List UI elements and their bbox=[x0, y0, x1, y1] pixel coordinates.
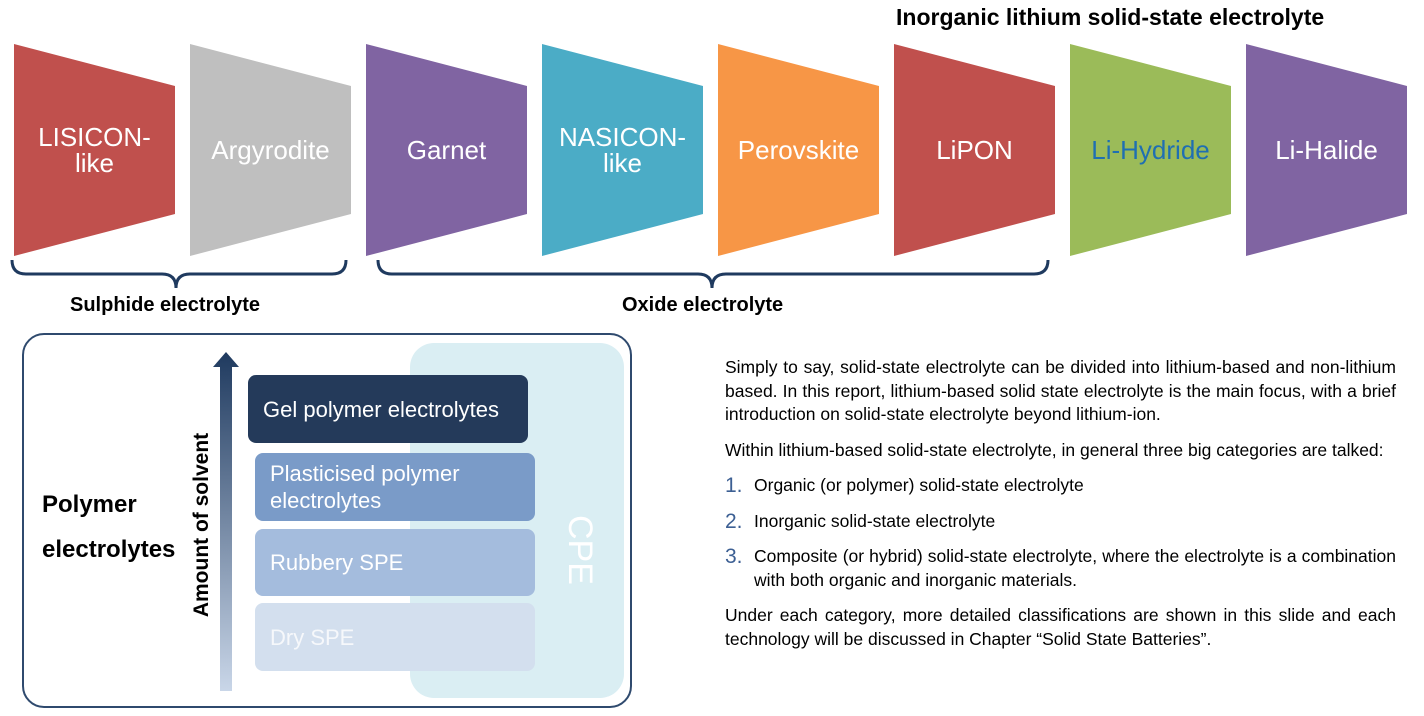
cpe-label: CPE bbox=[561, 515, 599, 585]
electrolyte-type-label: Perovskite bbox=[737, 135, 860, 165]
list-number: 3. bbox=[725, 545, 743, 568]
description-text: Simply to say, solid-state electrolyte c… bbox=[725, 356, 1396, 663]
page-title: Inorganic lithium solid-state electrolyt… bbox=[896, 4, 1325, 30]
electrolyte-type-label: NASICON- like bbox=[558, 122, 687, 178]
gel-polymer-label: Gel polymer electrolytes bbox=[263, 396, 499, 422]
sulphide-brace bbox=[10, 259, 348, 289]
electrolyte-type-label: Garnet bbox=[406, 135, 487, 165]
list-number: 1. bbox=[725, 474, 743, 497]
solvent-arrow-icon bbox=[213, 352, 239, 691]
list-text: Composite (or hybrid) solid-state electr… bbox=[754, 546, 1396, 590]
list-item: 3. Composite (or hybrid) solid-state ele… bbox=[725, 545, 1396, 592]
electrolyte-type-label: Li-Hydride bbox=[1091, 135, 1210, 165]
oxide-group-label: Oxide electrolyte bbox=[622, 294, 784, 316]
list-number: 2. bbox=[725, 509, 743, 533]
list-text: Organic (or polymer) solid-state electro… bbox=[754, 475, 1084, 495]
oxide-brace bbox=[376, 259, 1050, 289]
electrolyte-type-label: LISICON- like bbox=[38, 122, 151, 178]
electrolyte-type-label: Li-Halide bbox=[1275, 135, 1378, 165]
electrolyte-type-shape bbox=[1246, 44, 1407, 256]
polymer-electrolytes-panel bbox=[22, 333, 632, 708]
polymer-title-line2: electrolytes bbox=[42, 536, 176, 563]
dry-spe-label: Dry SPE bbox=[270, 624, 355, 650]
rubbery-spe-layer: Rubbery SPE bbox=[255, 529, 535, 596]
electrolyte-type-shape bbox=[190, 44, 351, 256]
electrolyte-type-label: LiPON bbox=[936, 135, 1013, 165]
electrolyte-type-shape bbox=[718, 44, 879, 256]
list-item: 2. Inorganic solid-state electrolyte bbox=[725, 510, 1396, 534]
dry-spe-layer: Dry SPE bbox=[255, 603, 535, 671]
gel-polymer-layer: Gel polymer electrolytes bbox=[248, 375, 528, 443]
sulphide-group-label: Sulphide electrolyte bbox=[70, 294, 261, 316]
electrolyte-type-shape bbox=[366, 44, 527, 256]
list-text: Inorganic solid-state electrolyte bbox=[754, 510, 996, 531]
description-paragraph-2: Within lithium-based solid-state electro… bbox=[725, 439, 1384, 460]
electrolyte-type-shape bbox=[1070, 44, 1231, 256]
plasticised-polymer-label: Plasticised polymer electrolytes bbox=[270, 461, 460, 513]
electrolyte-type-shape bbox=[894, 44, 1055, 256]
solvent-axis-label: Amount of solvent bbox=[190, 432, 213, 618]
list-item: 1. Organic (or polymer) solid-state elec… bbox=[725, 474, 1396, 498]
inorganic-types-diagram bbox=[10, 44, 1407, 289]
electrolyte-type-shape bbox=[14, 44, 175, 256]
plasticised-polymer-layer: Plasticised polymer electrolytes bbox=[255, 453, 535, 521]
polymer-title-line1: Polymer bbox=[42, 491, 137, 518]
description-paragraph-3: Under each category, more detailed class… bbox=[725, 605, 1396, 649]
electrolyte-type-shape bbox=[542, 44, 703, 256]
rubbery-spe-label: Rubbery SPE bbox=[270, 550, 404, 575]
electrolyte-type-label: Argyrodite bbox=[211, 135, 330, 165]
polymer-electrolytes-title: Polymer electrolytes bbox=[42, 482, 175, 572]
description-paragraph-1: Simply to say, solid-state electrolyte c… bbox=[725, 357, 1396, 424]
